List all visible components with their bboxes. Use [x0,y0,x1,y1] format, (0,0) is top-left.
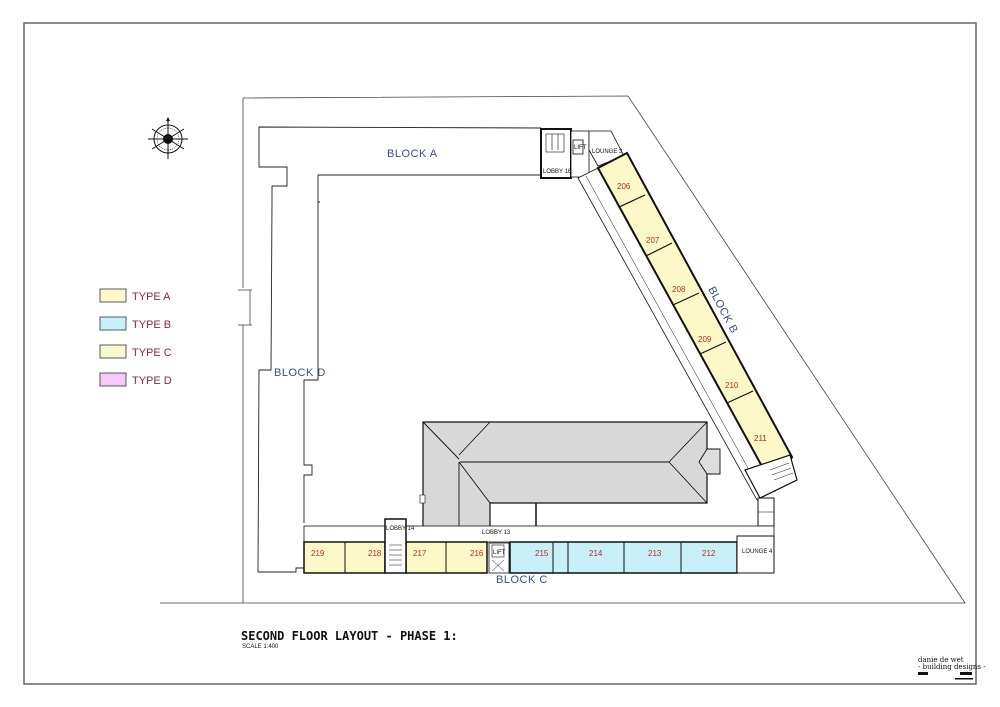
legend-item-type-a: TYPE A [99,288,171,303]
legend: TYPE A TYPE B TYPE C TYPE D [99,288,172,387]
sheet-border [23,22,977,685]
drawing-title: SECOND FLOOR LAYOUT - PHASE 1: [241,629,458,643]
unit-212-label: 212 [702,549,716,558]
svg-text:TYPE C: TYPE C [132,347,172,359]
lobby-14-label: LOBBY 14 [386,526,415,532]
lounge-4-label: LOUNGE 4 [742,549,773,555]
svg-text:TYPE B: TYPE B [132,319,171,331]
lift-north-label: LIFT [574,145,587,151]
unit-214-label: 214 [589,549,603,558]
block-c-wing: LOBBY 14 LIFT LOBBY 13 LOUNGE 4 219 218 … [303,518,775,574]
firm-tagline: - building designs - [918,663,986,671]
roof-plan [419,421,721,528]
legend-item-type-b: TYPE B [99,316,171,331]
legend-item-type-d: TYPE D [99,372,172,387]
unit-210-label: 210 [725,381,739,390]
svg-text:TYPE D: TYPE D [132,375,172,387]
north-core: LIFT LOBBY 16 LOUNGE 3 [540,128,625,179]
unit-216-label: 216 [470,549,484,558]
unit-217-label: 217 [413,549,427,558]
scale-note: SCALE 1:400 [242,644,279,650]
unit-219-label: 219 [311,549,325,558]
block-c-label: BLOCK C [496,574,548,586]
unit-218-label: 218 [368,549,382,558]
unit-207-label: 207 [646,236,660,245]
block-d-label: BLOCK D [274,367,326,379]
unit-211-label: 211 [754,434,767,443]
unit-209-label: 209 [698,335,712,344]
site-boundary [160,95,966,604]
compass-rose-icon [148,117,188,159]
unit-215-label: 215 [535,549,549,558]
block-a-label: BLOCK A [387,148,438,160]
lobby-16-label: LOBBY 16 [543,169,572,175]
lift-south-label: LIFT [493,550,506,556]
legend-item-type-c: TYPE C [99,344,172,359]
block-d-outline [257,201,319,573]
unit-206-label: 206 [617,182,631,191]
firm-stamp: danie de wet - building designs - [918,656,986,680]
svg-text:TYPE A: TYPE A [132,291,171,303]
firm-name: danie de wet [918,656,964,664]
unit-213-label: 213 [648,549,662,558]
unit-208-label: 208 [672,285,686,294]
lounge-3-label: LOUNGE 3 [592,149,623,155]
block-a-outline [258,126,542,203]
lobby-13-label: LOBBY 13 [482,530,511,536]
link-b-c [757,497,775,527]
